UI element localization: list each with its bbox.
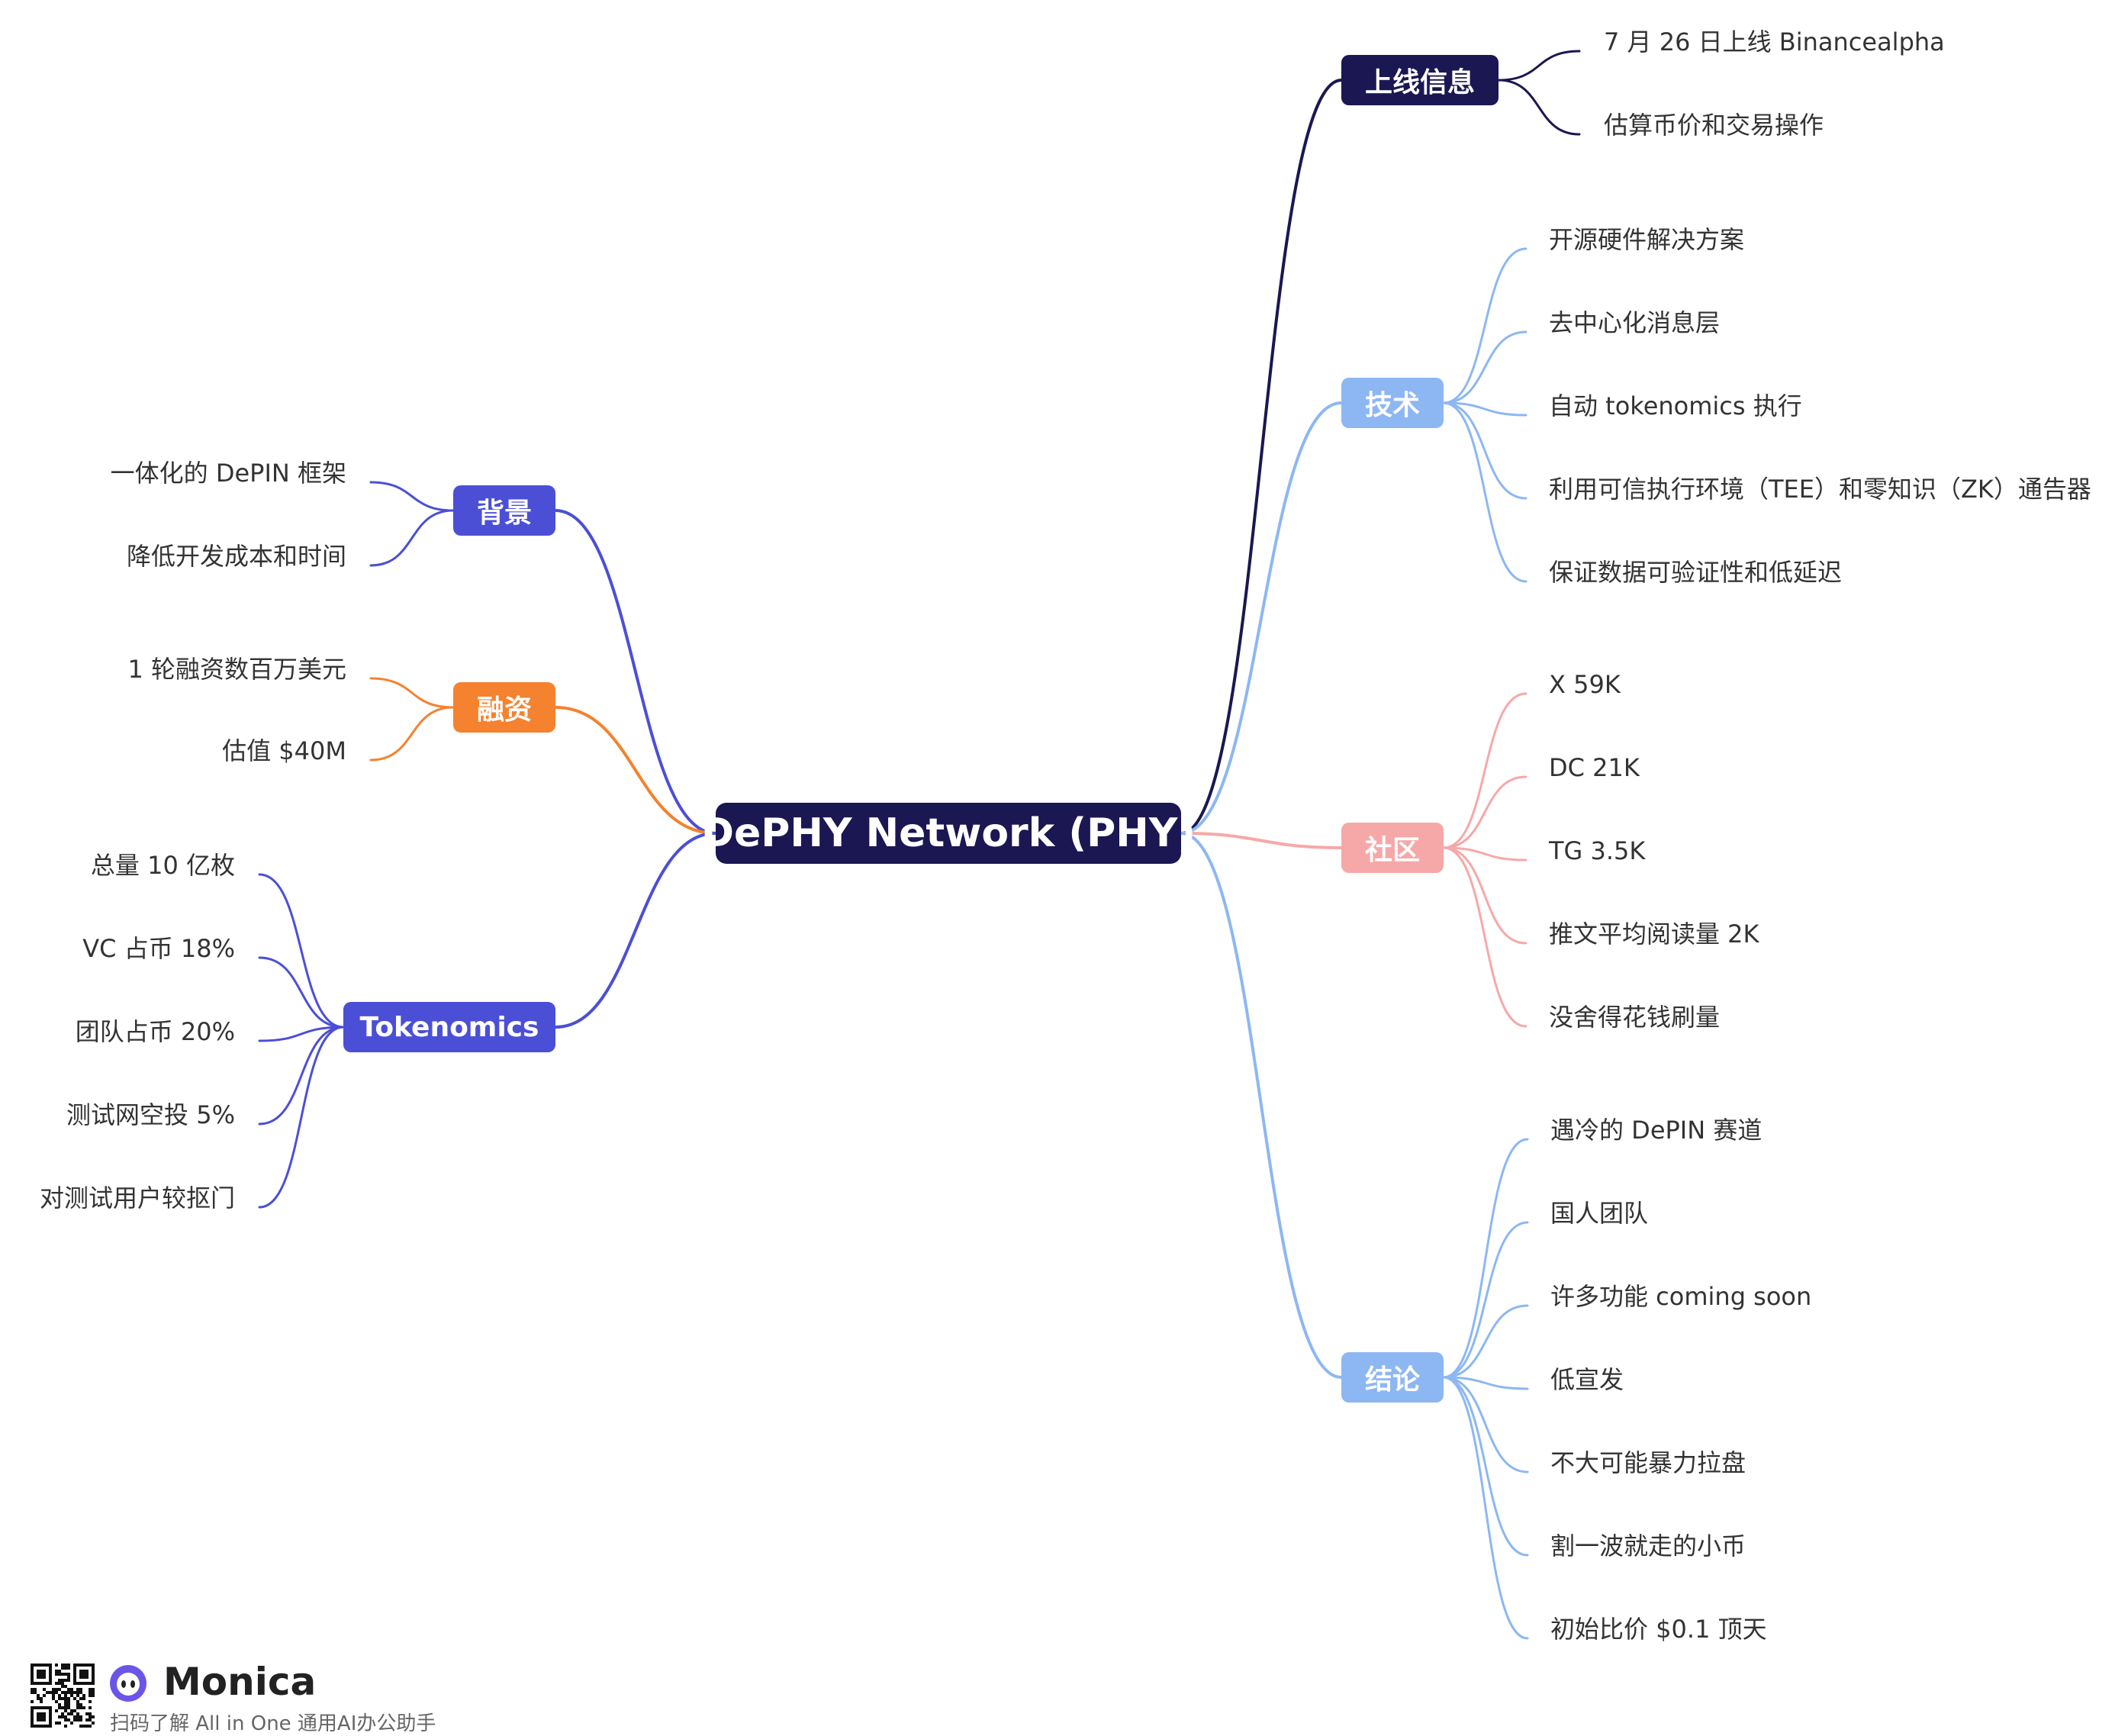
connector-community-2 bbox=[1442, 846, 1528, 862]
connector-root-conclusion bbox=[1180, 832, 1343, 1379]
leaf-tokenomics-2[interactable]: 团队占币 20% bbox=[75, 1017, 235, 1046]
connector-funding-1 bbox=[369, 706, 455, 762]
branch-node-community[interactable]: 社区 bbox=[1341, 823, 1444, 873]
leaf-community-3[interactable]: 推文平均阅读量 2K bbox=[1549, 920, 1759, 949]
leaf-community-2[interactable]: TG 3.5K bbox=[1549, 836, 1646, 865]
connector-root-tech bbox=[1180, 401, 1343, 835]
connector-background-0 bbox=[369, 481, 455, 512]
leaf-community-0[interactable]: X 59K bbox=[1549, 670, 1621, 699]
leaf-funding-1[interactable]: 估值 $40M bbox=[222, 736, 346, 765]
monica-logo-icon bbox=[110, 1665, 146, 1702]
connector-conclusion-3 bbox=[1442, 1376, 1529, 1390]
leaf-launch-0[interactable]: 7 月 26 日上线 Binancealpha bbox=[1604, 27, 1945, 56]
connector-conclusion-1 bbox=[1442, 1221, 1529, 1379]
leaf-conclusion-6[interactable]: 初始比价 $0.1 顶天 bbox=[1550, 1615, 1767, 1644]
leaf-tech-1[interactable]: 去中心化消息层 bbox=[1549, 308, 1721, 337]
leaf-tech-2[interactable]: 自动 tokenomics 执行 bbox=[1549, 391, 1802, 420]
branch-node-tech[interactable]: 技术 bbox=[1341, 378, 1444, 428]
leaf-background-0[interactable]: 一体化的 DePIN 框架 bbox=[110, 459, 346, 488]
connector-launch-0 bbox=[1497, 50, 1581, 82]
connector-conclusion-5 bbox=[1442, 1376, 1529, 1557]
connector-root-background bbox=[554, 509, 717, 835]
leaf-conclusion-3[interactable]: 低宣发 bbox=[1550, 1365, 1624, 1394]
connector-conclusion-0 bbox=[1442, 1138, 1529, 1379]
leaf-tech-4[interactable]: 保证数据可验证性和低延迟 bbox=[1549, 558, 1843, 587]
connector-conclusion-6 bbox=[1442, 1376, 1529, 1640]
connector-conclusion-4 bbox=[1442, 1376, 1529, 1474]
leaf-tokenomics-0[interactable]: 总量 10 亿枚 bbox=[90, 851, 235, 880]
leaf-community-1[interactable]: DC 21K bbox=[1549, 753, 1640, 782]
leaf-background-1[interactable]: 降低开发成本和时间 bbox=[126, 542, 346, 571]
connector-funding-0 bbox=[369, 677, 455, 709]
connector-community-4 bbox=[1442, 846, 1528, 1028]
connector-community-3 bbox=[1442, 846, 1528, 945]
branch-node-tokenomics[interactable]: Tokenomics bbox=[343, 1002, 555, 1052]
connector-root-community bbox=[1180, 832, 1343, 849]
connector-tokenomics-3 bbox=[258, 1026, 345, 1126]
brand-name: Monica bbox=[163, 1660, 317, 1704]
connector-root-launch bbox=[1180, 79, 1343, 835]
root-node[interactable]: DePHY Network (PHY) bbox=[701, 803, 1196, 864]
leaf-tokenomics-3[interactable]: 测试网空投 5% bbox=[66, 1100, 235, 1129]
leaf-tokenomics-1[interactable]: VC 占币 18% bbox=[82, 934, 235, 963]
connector-community-0 bbox=[1442, 692, 1528, 849]
leaf-funding-0[interactable]: 1 轮融资数百万美元 bbox=[127, 655, 346, 684]
branch-node-funding[interactable]: 融资 bbox=[453, 682, 555, 733]
brand-slogan: 扫码了解 All in One 通用AI办公助手 bbox=[110, 1712, 436, 1735]
branch-node-launch[interactable]: 上线信息 bbox=[1341, 55, 1499, 105]
leaf-launch-1[interactable]: 估算币价和交易操作 bbox=[1604, 111, 1824, 140]
connector-tech-4 bbox=[1442, 401, 1528, 583]
leaf-tech-3[interactable]: 利用可信执行环境（TEE）和零知识（ZK）通告器 bbox=[1549, 475, 2091, 504]
leaf-tokenomics-4[interactable]: 对测试用户较抠门 bbox=[39, 1184, 235, 1213]
qr-code-icon bbox=[31, 1664, 95, 1728]
connector-launch-1 bbox=[1497, 79, 1581, 136]
leaf-tech-0[interactable]: 开源硬件解决方案 bbox=[1549, 225, 1745, 254]
branch-node-background[interactable]: 背景 bbox=[453, 485, 555, 536]
connector-tech-1 bbox=[1442, 330, 1528, 404]
connector-tech-0 bbox=[1442, 247, 1528, 404]
connector-tokenomics-0 bbox=[258, 873, 345, 1029]
connector-tokenomics-1 bbox=[258, 956, 345, 1029]
branch-node-conclusion[interactable]: 结论 bbox=[1341, 1352, 1444, 1403]
connector-tech-2 bbox=[1442, 401, 1528, 417]
leaf-community-4[interactable]: 没舍得花钱刷量 bbox=[1549, 1003, 1721, 1032]
connector-tokenomics-4 bbox=[258, 1026, 345, 1209]
footer: Monica 扫码了解 All in One 通用AI办公助手 bbox=[31, 1654, 565, 1735]
connector-community-1 bbox=[1442, 775, 1528, 849]
leaf-conclusion-4[interactable]: 不大可能暴力拉盘 bbox=[1550, 1448, 1746, 1477]
connector-background-1 bbox=[369, 509, 455, 567]
leaf-conclusion-2[interactable]: 许多功能 coming soon bbox=[1550, 1282, 1812, 1311]
connector-root-funding bbox=[554, 706, 717, 835]
leaf-conclusion-0[interactable]: 遇冷的 DePIN 赛道 bbox=[1550, 1116, 1762, 1145]
connector-tech-3 bbox=[1442, 401, 1528, 500]
leaf-conclusion-5[interactable]: 割一波就走的小币 bbox=[1550, 1531, 1746, 1560]
connector-tokenomics-2 bbox=[258, 1026, 345, 1042]
connector-conclusion-2 bbox=[1442, 1304, 1529, 1379]
connector-root-tokenomics bbox=[554, 832, 717, 1029]
leaf-conclusion-1[interactable]: 国人团队 bbox=[1550, 1199, 1649, 1228]
